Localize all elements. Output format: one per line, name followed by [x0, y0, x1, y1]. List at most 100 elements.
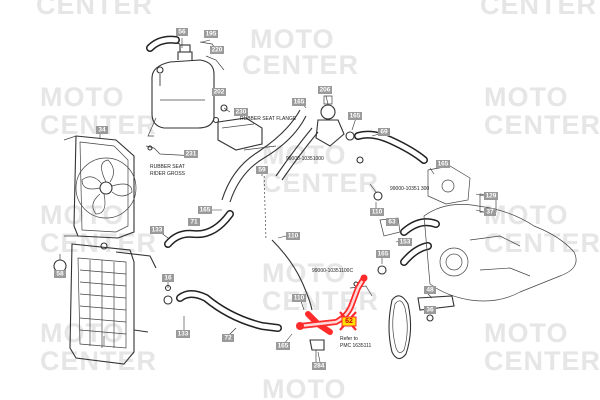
note-part-number-2: 99000-10351100C — [312, 268, 353, 274]
callout-label: 34 — [98, 127, 106, 134]
callout-label: 16 — [164, 275, 172, 282]
callout-129: 129 — [484, 192, 498, 200]
callout-label: 165 — [294, 99, 305, 106]
tank-bracket — [145, 104, 263, 157]
callout-label: 110 — [294, 295, 305, 302]
callout-37: 37 — [484, 208, 496, 216]
callout-110c: 110 — [292, 294, 306, 302]
callout-label: 206 — [320, 87, 331, 94]
callout-56: 56 — [176, 28, 188, 36]
radiator — [53, 242, 157, 365]
callout-label: 231 — [186, 151, 197, 158]
fan-shroud — [63, 135, 137, 239]
callout-label: 284 — [314, 363, 325, 370]
watermark-text: MOTO — [40, 318, 125, 348]
callout-165d: 165 — [198, 206, 212, 214]
callout-195: 195 — [204, 30, 218, 38]
callout-label: 72 — [224, 335, 232, 342]
watermark-layer: CENTER MOTO CENTER CENTER MOTO CENTER MO… — [36, 0, 600, 400]
callout-label: 110 — [372, 209, 383, 216]
callout-230: 230 — [234, 108, 248, 116]
callout-36: 36 — [424, 306, 436, 314]
callout-label: 230 — [236, 109, 247, 116]
watermark-text: CENTER — [40, 228, 157, 258]
note-rubber-seat-flange: RUBBER SEAT FLANGE — [240, 116, 297, 122]
callout-165c: 165 — [436, 160, 450, 168]
note-rubber-seat: RUBBER SEAT — [150, 164, 185, 170]
bypass-pipes — [221, 109, 319, 241]
callout-110a: 110 — [370, 208, 384, 216]
callout-label: 220 — [212, 47, 223, 54]
callout-label: 36 — [426, 307, 434, 314]
callout-label: 59 — [258, 167, 266, 174]
watermark-text: CENTER — [484, 110, 600, 140]
watermark-text: CENTER — [262, 168, 379, 198]
callout-label: 58 — [56, 271, 64, 278]
callout-label: 165 — [200, 207, 211, 214]
callout-label: 195 — [206, 31, 217, 38]
drive-belt — [388, 295, 412, 360]
callout-label: 165 — [438, 161, 449, 168]
note-refer-to: Refer to — [340, 336, 358, 342]
callout-label: 153 — [400, 239, 411, 246]
notes-layer: RUBBER SEAT FLANGE RUBBER SEAT RIDER GRO… — [150, 116, 429, 349]
note-rider-gross: RIDER GROSS — [150, 171, 186, 177]
callout-16: 16 — [162, 274, 174, 282]
callout-label: 63 — [388, 219, 396, 226]
callout-label: 165 — [350, 113, 361, 120]
callout-63: 63 — [386, 218, 398, 226]
callout-110b: 110 — [286, 232, 300, 240]
callout-label: 71 — [190, 219, 198, 226]
callout-165a: 165 — [292, 98, 306, 106]
callout-69: 69 — [378, 128, 390, 136]
callout-284: 284 — [312, 362, 326, 370]
callout-58: 58 — [54, 270, 66, 278]
callout-label: 110 — [288, 233, 299, 240]
callout-165e: 165 — [376, 250, 390, 258]
callout-label: 165 — [378, 251, 389, 258]
callout-label: 62 — [345, 318, 353, 325]
watermark-text: MOTO — [484, 200, 569, 230]
callout-72: 72 — [222, 334, 234, 342]
callout-202: 202 — [212, 88, 226, 96]
thermostat-housing — [315, 95, 355, 147]
watermark-text: CENTER — [484, 228, 600, 258]
watermark-text: MOTO — [484, 82, 569, 112]
callout-165f: 165 — [276, 342, 290, 350]
callout-label: 37 — [486, 209, 494, 216]
callout-59: 59 — [256, 166, 268, 174]
callout-153: 153 — [398, 238, 412, 246]
callout-220: 220 — [210, 46, 224, 54]
callout-48: 48 — [424, 286, 436, 294]
watermark-text: MOTO — [262, 374, 347, 400]
callout-label: 165 — [278, 343, 289, 350]
note-refer-part: PMC 1635111 — [340, 343, 371, 349]
callout-62-highlight: 62 — [341, 316, 357, 327]
watermark-text: CENTER — [36, 0, 153, 20]
watermark-text: CENTER — [480, 0, 597, 20]
callout-label: 133 — [178, 331, 189, 338]
callout-34: 34 — [96, 126, 108, 134]
callout-label: 133 — [152, 227, 163, 234]
note-part-number-3: 99000-10351 300 — [390, 186, 429, 192]
callout-label: 202 — [214, 89, 225, 96]
callout-133b: 133 — [176, 330, 190, 338]
watermark-text: CENTER — [40, 110, 157, 140]
watermark-text: CENTER — [242, 50, 359, 80]
watermark-text: MOTO — [484, 318, 569, 348]
callout-label: 129 — [486, 193, 497, 200]
note-part-number-1: 99000-10351000 — [286, 156, 324, 162]
watermark-text: MOTO — [262, 140, 347, 170]
callout-label: 69 — [380, 129, 388, 136]
hoses — [146, 35, 440, 332]
callout-label: 48 — [426, 287, 434, 294]
callout-71: 71 — [188, 218, 200, 226]
watermark-text: MOTO — [250, 24, 335, 54]
watermark-text: MOTO — [40, 200, 125, 230]
watermark-text: MOTO — [40, 82, 125, 112]
callout-label: 56 — [178, 29, 186, 36]
callout-165b: 165 — [348, 112, 362, 120]
watermark-text: MOTO — [262, 258, 347, 288]
callout-231: 231 — [184, 150, 198, 158]
